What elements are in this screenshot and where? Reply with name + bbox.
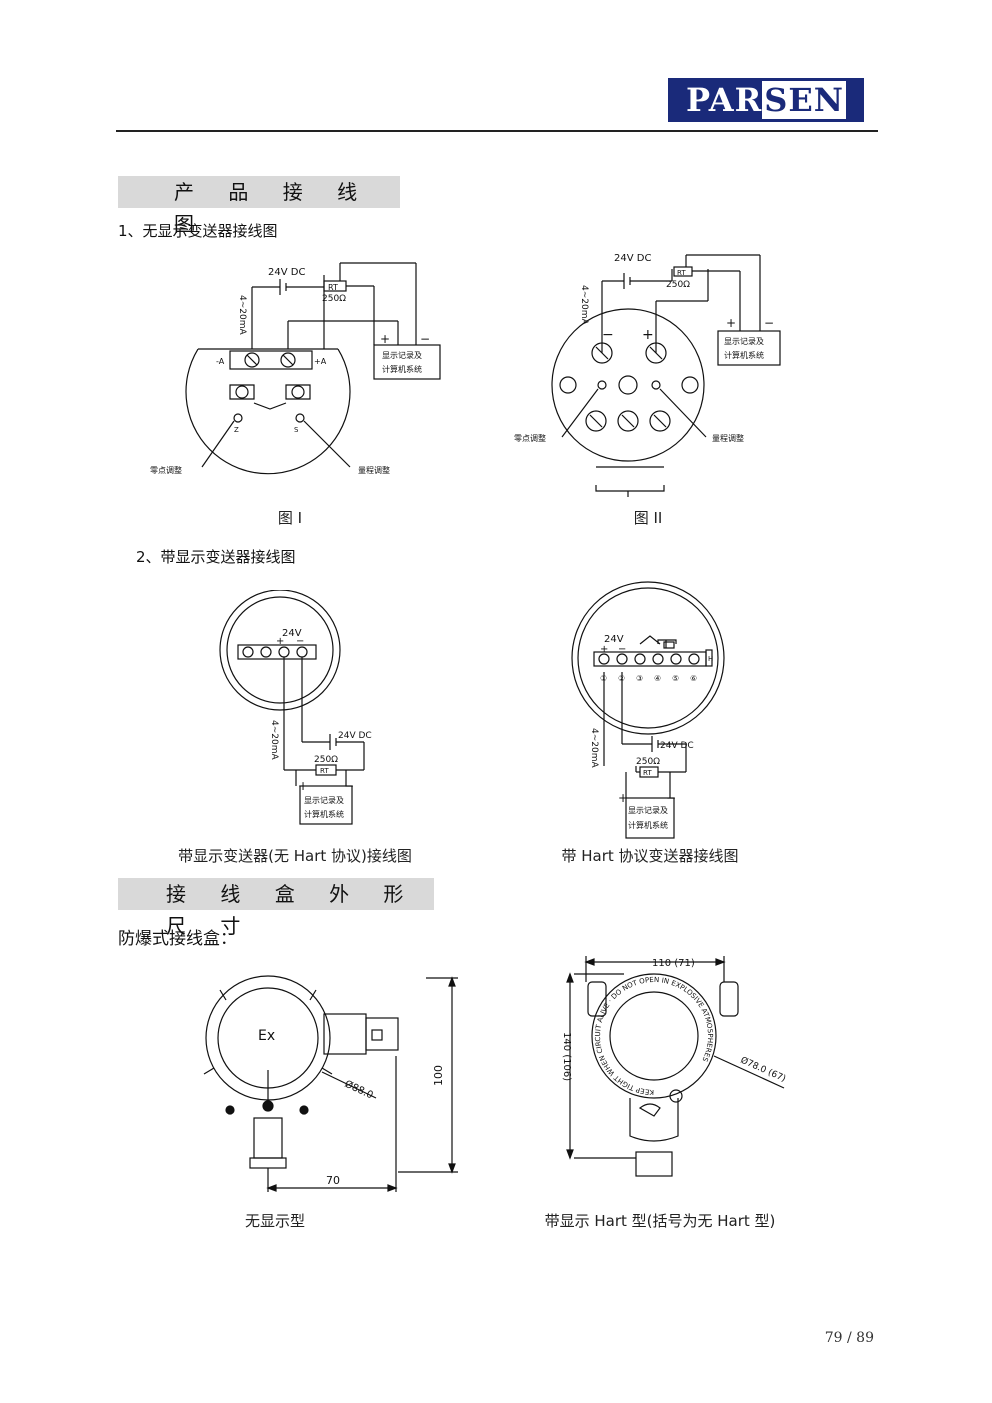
label-recorder-8: 计算机系统	[628, 820, 668, 830]
label-minus-f4: −	[618, 644, 626, 655]
caption-display-no-hart: 带显示变送器(无 Hart 协议)接线图	[178, 847, 412, 865]
terminal-3: ③	[636, 674, 643, 683]
label-minus-a: -A	[216, 357, 225, 366]
label-recorder-7: 显示记录及	[628, 806, 668, 815]
wiring-diagram-display: 24V + − 24V DC 250Ω RT 4~20mA + − 显示记录及 …	[219, 590, 372, 825]
ring-warning-text: KEEP TIGHT WHEN CIRCUIT ALIVE · DO NOT O…	[594, 976, 714, 1096]
section-title-wiring: 产 品 接 线 图	[118, 176, 400, 236]
logo-text-left: PAR	[686, 81, 763, 119]
dim-140: 140 (106)	[561, 1032, 572, 1081]
terminal-4: ④	[654, 674, 661, 683]
label-rt-2: RT	[677, 269, 686, 277]
dim-70: 70	[326, 1174, 340, 1187]
label-zero-2: 零点调整	[514, 433, 546, 443]
label-dc-3: 24V DC	[338, 731, 372, 741]
label-plus-3: +	[726, 316, 736, 330]
label-plus-2: +	[642, 327, 654, 343]
caption-fig2: 图 II	[633, 509, 663, 527]
label-recorder-3: 显示记录及	[724, 337, 764, 346]
label-current: 4~20mA	[237, 295, 247, 335]
subheading-no-display: 1、无显示变送器接线图	[118, 222, 278, 240]
wiring-diagram-hart: 24V + − H ① ② ③ ④ ⑤ ⑥ 24V DC 250Ω RT 4~2…	[571, 581, 725, 839]
dim-88: Ø88.0	[343, 1078, 375, 1102]
label-plus: +	[380, 332, 390, 346]
label-rt-3: RT	[320, 767, 329, 775]
label-recorder-5: 显示记录及	[304, 796, 344, 805]
logo-text-right: SEN	[762, 81, 846, 119]
label-dc-4: 24V DC	[660, 741, 694, 751]
caption-hart: 带 Hart 协议变送器接线图	[561, 847, 739, 865]
label-minus-f3: −	[296, 636, 304, 647]
subheading-explosion-proof: 防爆式接线盒：	[118, 929, 237, 949]
label-ohm-4: 250Ω	[636, 757, 660, 767]
label-plus-f3: +	[276, 636, 284, 647]
label-s: S	[294, 426, 299, 434]
wiring-diagram-fig1: 24V DC RT 250Ω 4~20mA + − 显示记录及 计算机系统 -A…	[150, 262, 441, 475]
label-span-2: 量程调整	[712, 433, 744, 443]
label-ohm: 250Ω	[322, 294, 346, 304]
label-24v-2: 24V	[604, 634, 624, 645]
label-minus-f3b: −	[344, 779, 354, 793]
wiring-diagram-fig2: 24V DC RT 250Ω 4~20mA − + + − 显示记录及 计算机系…	[514, 253, 781, 497]
page-number: 79 / 89	[824, 1330, 874, 1346]
label-z: Z	[234, 426, 239, 434]
label-zero: 零点调整	[150, 465, 182, 475]
label-dc: 24V DC	[268, 267, 305, 278]
label-current-4: 4~20mA	[589, 728, 599, 768]
dim-110: 110 (71)	[652, 958, 695, 969]
label-recorder-6: 计算机系统	[304, 809, 344, 819]
caption-no-display: 无显示型	[244, 1212, 305, 1230]
label-plus-f4b: +	[618, 791, 628, 805]
section-title-dimensions: 接 线 盒 外 形 尺 寸	[118, 878, 434, 938]
caption-fig1: 图 I	[277, 509, 303, 527]
label-h: H	[708, 655, 713, 663]
label-dc-2: 24V DC	[614, 253, 651, 264]
label-minus-2: −	[602, 327, 614, 343]
subheading-with-display: 2、带显示变送器接线图	[136, 548, 296, 566]
terminal-6: ⑥	[690, 674, 697, 683]
label-current-2: 4~20mA	[579, 285, 589, 325]
terminal-2: ②	[618, 674, 625, 683]
label-current-3: 4~20mA	[269, 720, 279, 760]
label-minus-3: −	[764, 316, 774, 330]
label-ex: Ex	[258, 1028, 275, 1044]
label-recorder-2: 计算机系统	[382, 364, 422, 374]
label-plus-a: +A	[314, 357, 327, 366]
label-plus-f4: +	[600, 644, 608, 655]
dimension-drawing-no-display: Ex 100 70 Ø88.0	[203, 975, 458, 1192]
label-span: 量程调整	[358, 465, 390, 475]
dim-78: Ø78.0 (67)	[739, 1055, 788, 1085]
label-minus-f4b: −	[666, 791, 676, 805]
label-plus-f3b: +	[298, 779, 308, 793]
label-24v: 24V	[282, 628, 302, 639]
dim-100: 100	[432, 1065, 445, 1086]
dimension-drawing-hart-display: 110 (71) 140 (106) Ø78.0 (67) KEEP TIGHT…	[561, 956, 788, 1177]
terminal-1: ①	[600, 674, 607, 683]
label-recorder-1: 显示记录及	[382, 351, 422, 360]
header-rule	[116, 130, 878, 132]
label-ohm-3: 250Ω	[314, 755, 338, 765]
label-minus: −	[420, 332, 430, 346]
caption-hart-display: 带显示 Hart 型(括号为无 Hart 型)	[544, 1212, 776, 1230]
label-rt: RT	[328, 283, 338, 292]
label-rt-4: RT	[643, 769, 652, 777]
label-ohm-2: 250Ω	[666, 280, 690, 290]
label-recorder-4: 计算机系统	[724, 350, 764, 360]
terminal-5: ⑤	[672, 674, 679, 683]
